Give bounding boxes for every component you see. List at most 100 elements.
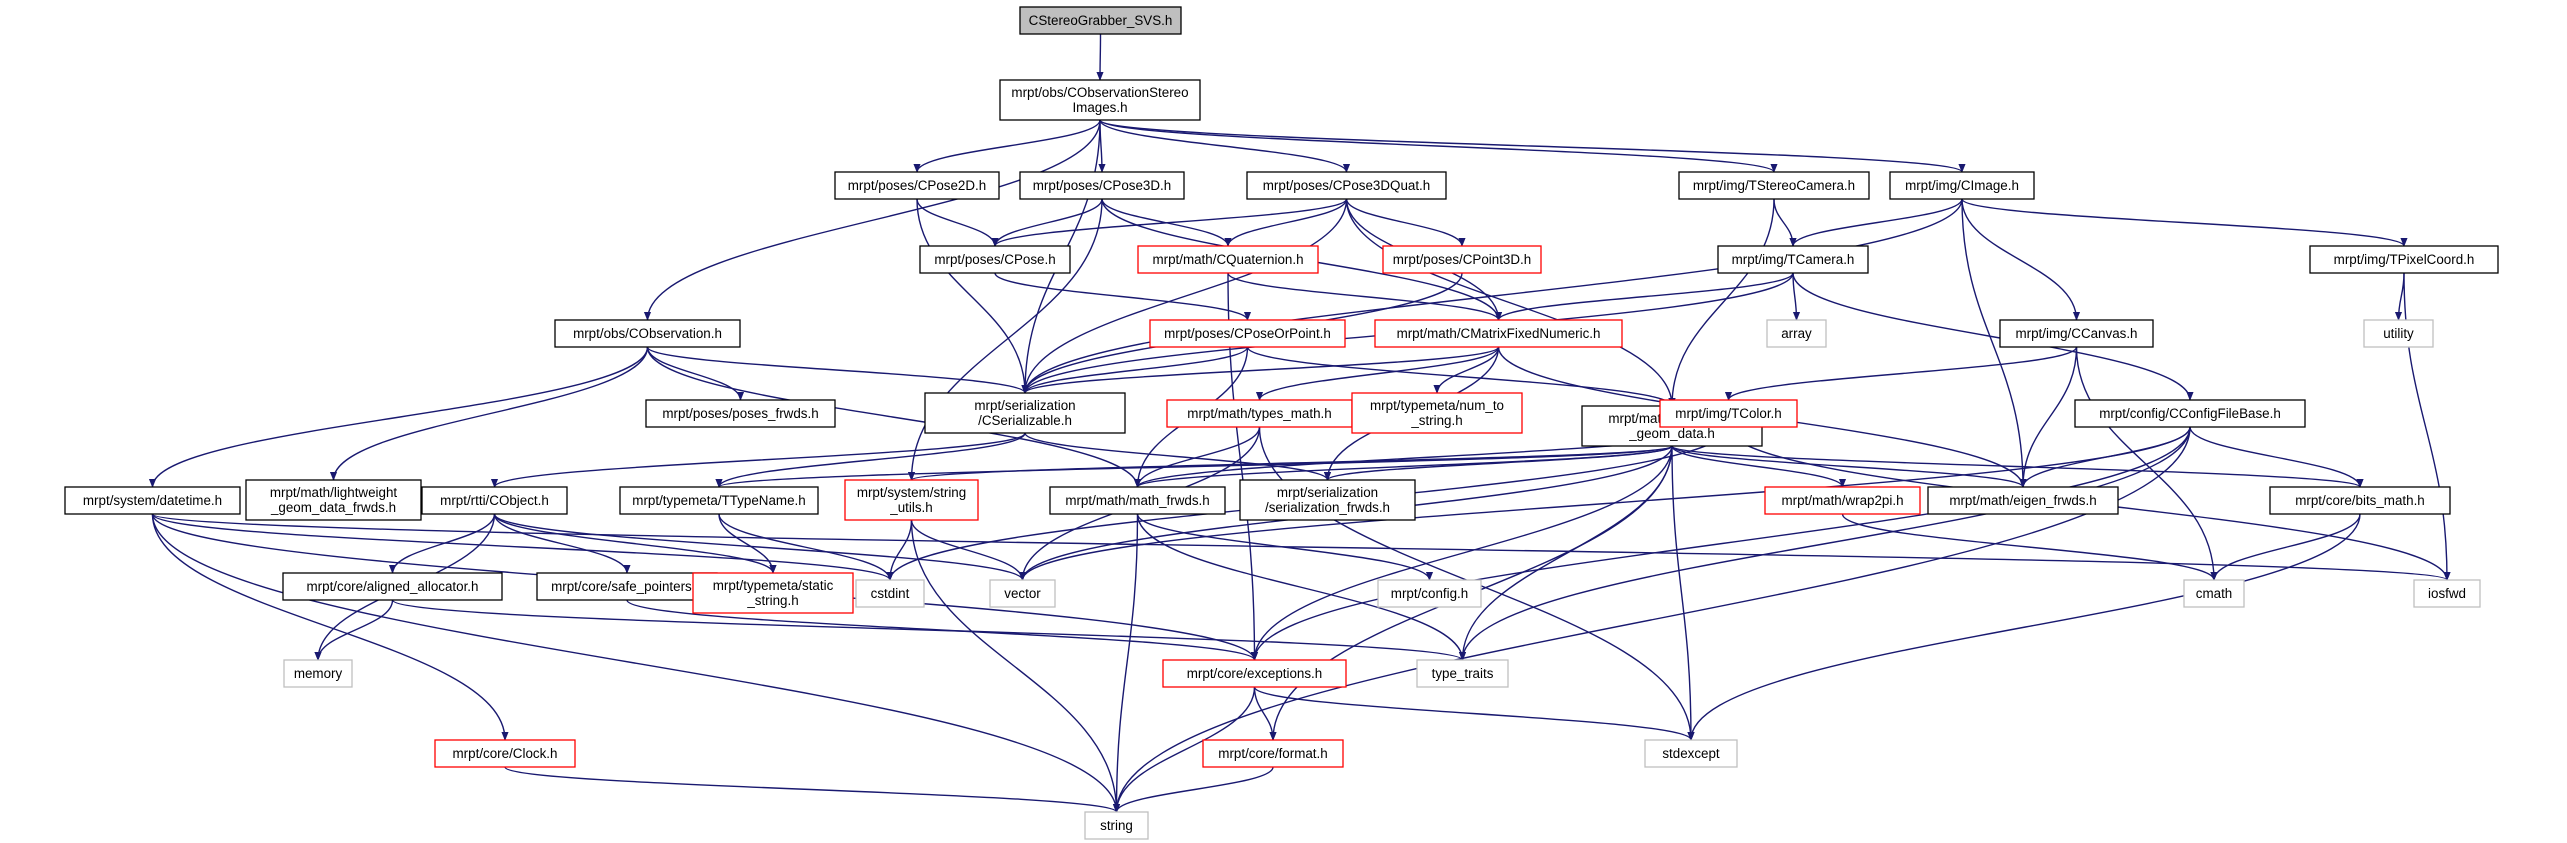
- node-tcolor[interactable]: mrpt/img/TColor.h: [1659, 399, 1798, 428]
- node-label: _utils.h: [889, 500, 932, 515]
- node-box: [855, 579, 925, 608]
- node-safeptr[interactable]: mrpt/core/safe_pointers.h: [536, 572, 718, 601]
- node-box: [989, 579, 1056, 608]
- node-bitsmath[interactable]: mrpt/core/bits_math.h: [2269, 486, 2451, 515]
- edge-obsstereo-to-cobservation: [643, 119, 1101, 321]
- node-label: /serialization_frwds.h: [1265, 500, 1390, 515]
- edge-pose3dquat-to-cpose: [991, 198, 1348, 247]
- node-staticstr[interactable]: mrpt/typemeta/static_string.h: [692, 572, 854, 614]
- edge-cobservation-to-posesfrwds: [646, 346, 745, 401]
- edge-format-to-string: [1112, 766, 1274, 813]
- node-label: mrpt/img/TPixelCoord.h: [2334, 252, 2475, 267]
- node-cimage[interactable]: mrpt/img/CImage.h: [1889, 171, 2035, 200]
- node-cpose[interactable]: mrpt/poses/CPose.h: [919, 245, 1071, 274]
- node-box: [554, 319, 741, 348]
- node-label: mrpt/poses/CPose3D.h: [1033, 178, 1171, 193]
- node-root[interactable]: CStereoGrabber_SVS.h: [1019, 6, 1182, 35]
- node-label: mrpt/math/CQuaternion.h: [1152, 252, 1303, 267]
- node-tpixel[interactable]: mrpt/img/TPixelCoord.h: [2309, 245, 2499, 274]
- node-pose3d[interactable]: mrpt/poses/CPose3D.h: [1019, 171, 1185, 200]
- node-serialfrwds[interactable]: mrpt/serialization/serialization_frwds.h: [1239, 479, 1416, 521]
- node-typesmath[interactable]: mrpt/math/types_math.h: [1166, 399, 1353, 428]
- node-label: mrpt/math/types_math.h: [1187, 406, 1331, 421]
- edge-ttypename-to-cstdint: [718, 513, 894, 581]
- node-label: Images.h: [1072, 100, 1127, 115]
- node-tstereocam[interactable]: mrpt/img/TStereoCamera.h: [1678, 171, 1870, 200]
- node-box: [2074, 399, 2306, 428]
- node-box: [1084, 811, 1149, 840]
- edge-obsstereo-to-tstereocam: [1099, 119, 1778, 173]
- edge-cconfig-to-string: [1112, 426, 2191, 813]
- node-numtostring[interactable]: mrpt/typemeta/num_to_string.h: [1351, 392, 1523, 434]
- node-cposeorpoint[interactable]: mrpt/poses/CPoseOrPoint.h: [1149, 319, 1346, 348]
- node-box: [2183, 579, 2245, 608]
- node-cobject[interactable]: mrpt/rtti/CObject.h: [421, 486, 568, 515]
- node-iosfwd: iosfwd: [2413, 579, 2481, 608]
- edge-cserial-to-serialfrwds: [1024, 432, 1331, 481]
- node-cmatfixed[interactable]: mrpt/math/CMatrixFixedNumeric.h: [1374, 319, 1623, 348]
- node-stringutils[interactable]: mrpt/system/string_utils.h: [844, 479, 979, 521]
- node-exceptions[interactable]: mrpt/core/exceptions.h: [1162, 659, 1347, 688]
- node-label: mrpt/typemeta/num_to: [1370, 398, 1504, 413]
- node-label: _geom_data_frwds.h: [270, 500, 396, 515]
- node-ttypename[interactable]: mrpt/typemeta/TTypeName.h: [619, 486, 819, 515]
- edge-cimage-to-cserial: [1021, 198, 1963, 394]
- node-datetime[interactable]: mrpt/system/datetime.h: [64, 486, 241, 515]
- node-box: [844, 479, 979, 521]
- node-posesfrwds[interactable]: mrpt/poses/poses_frwds.h: [645, 399, 836, 428]
- node-pose2d[interactable]: mrpt/poses/CPose2D.h: [834, 171, 1000, 200]
- node-cserial[interactable]: mrpt/serialization/CSerializable.h: [924, 392, 1126, 434]
- node-label: vector: [1004, 586, 1041, 601]
- node-tcamera[interactable]: mrpt/img/TCamera.h: [1717, 245, 1869, 274]
- edge-cmatfixed-to-numtostring: [1433, 346, 1500, 394]
- node-clock[interactable]: mrpt/core/Clock.h: [434, 739, 576, 768]
- node-label: mrpt/typemeta/static: [713, 578, 834, 593]
- node-cpoint3d[interactable]: mrpt/poses/CPoint3D.h: [1382, 245, 1542, 274]
- node-cmath: cmath: [2183, 579, 2245, 608]
- node-box: [421, 486, 568, 515]
- node-label: mrpt/obs/CObservationStereo: [1011, 85, 1188, 100]
- node-label: _string.h: [746, 593, 798, 608]
- node-box: [2309, 245, 2499, 274]
- node-pose3dquat[interactable]: mrpt/poses/CPose3DQuat.h: [1246, 171, 1447, 200]
- node-box: [1889, 171, 2035, 200]
- edge-tcamera-to-cconfig: [1792, 272, 2194, 401]
- node-format[interactable]: mrpt/core/format.h: [1202, 739, 1344, 768]
- edge-pose3dquat-to-cquat: [1224, 198, 1348, 247]
- edge-stringutils-to-vector: [910, 519, 1027, 581]
- node-label: mrpt/img/TColor.h: [1675, 406, 1781, 421]
- node-label: mrpt/math/wrap2pi.h: [1781, 493, 1903, 508]
- node-config: mrpt/config.h: [1377, 579, 1482, 608]
- node-cobservation[interactable]: mrpt/obs/CObservation.h: [554, 319, 741, 348]
- edge-cobject-to-staticstr: [493, 513, 777, 574]
- node-label: mrpt/img/TStereoCamera.h: [1693, 178, 1855, 193]
- edge-alignedalloc-to-memory: [314, 599, 394, 661]
- edge-cimage-to-ccanvas: [1961, 198, 2081, 321]
- node-box: [645, 399, 836, 428]
- node-label: mrpt/poses/CPoint3D.h: [1393, 252, 1531, 267]
- edge-cposeorpoint-to-cserial: [1021, 346, 1249, 394]
- node-label: mrpt/math/CMatrixFixedNumeric.h: [1397, 326, 1601, 341]
- node-cconfig[interactable]: mrpt/config/CConfigFileBase.h: [2074, 399, 2306, 428]
- node-alignedalloc[interactable]: mrpt/core/aligned_allocator.h: [282, 572, 503, 601]
- node-eigenfrwds[interactable]: mrpt/math/eigen_frwds.h: [1927, 486, 2119, 515]
- node-box: [64, 486, 241, 515]
- node-mathfrwds[interactable]: mrpt/math/math_frwds.h: [1049, 486, 1226, 515]
- edge-cobservation-to-cserial: [646, 346, 1029, 394]
- edge-stringutils-to-string: [910, 519, 1121, 813]
- edge-ccanvas-to-eigenfrwds: [2019, 346, 2078, 488]
- edge-obsstereo-to-cimage: [1099, 119, 1966, 173]
- node-label: iosfwd: [2428, 586, 2466, 601]
- node-wrap2pi[interactable]: mrpt/math/wrap2pi.h: [1764, 486, 1921, 515]
- node-label: cmath: [2196, 586, 2232, 601]
- node-label: mrpt/core/Clock.h: [453, 746, 558, 761]
- node-cquat[interactable]: mrpt/math/CQuaternion.h: [1137, 245, 1319, 274]
- edge-datetime-to-cstdint: [151, 513, 894, 581]
- node-box: [1202, 739, 1344, 768]
- node-label: mrpt/poses/CPose.h: [934, 252, 1055, 267]
- node-lwgeomfrwds[interactable]: mrpt/math/lightweight_geom_data_frwds.h: [245, 479, 422, 521]
- node-ccanvas[interactable]: mrpt/img/CCanvas.h: [1999, 319, 2154, 348]
- node-label: mrpt/math/eigen_frwds.h: [1949, 493, 2096, 508]
